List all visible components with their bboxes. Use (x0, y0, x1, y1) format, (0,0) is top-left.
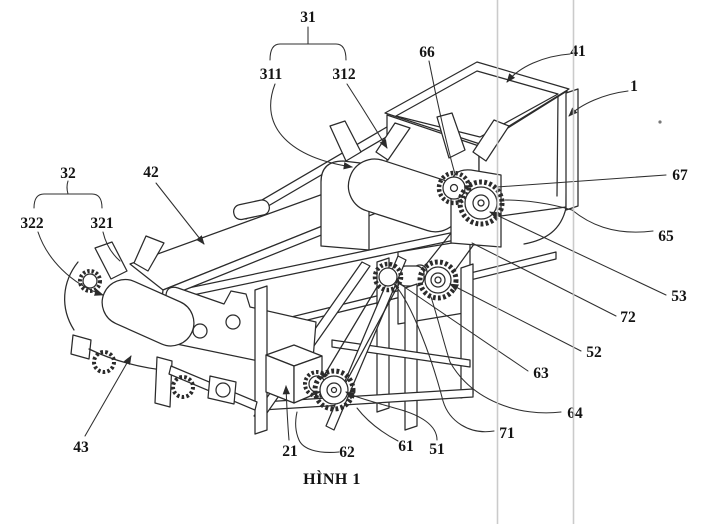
ref-label-63: 63 (533, 365, 549, 382)
sprocket-67 (457, 179, 505, 227)
ref-label-66: 66 (419, 44, 435, 61)
machine-drawing (64, 61, 662, 435)
leader-1 (568, 90, 629, 117)
scan-artifact-lines (496, 0, 575, 524)
leader-321 (102, 231, 121, 262)
bracket-32 (33, 180, 103, 209)
leader-65 (504, 199, 654, 233)
ref-label-62: 62 (339, 444, 355, 461)
side-rail-pipe (233, 199, 270, 221)
ref-label-1: 1 (630, 78, 638, 95)
leader-67 (496, 174, 667, 188)
ref-label-21: 21 (282, 443, 298, 460)
ref-label-312: 312 (332, 66, 356, 83)
ref-label-72: 72 (620, 309, 636, 326)
ref-label-64: 64 (567, 405, 583, 422)
sprocket-61 (312, 368, 356, 412)
ref-label-67: 67 (672, 167, 688, 184)
ref-label-65: 65 (658, 228, 674, 245)
lower-roller-unit (64, 235, 195, 347)
leader-21 (282, 385, 290, 441)
leader-62 (295, 411, 340, 453)
leader-52 (449, 283, 582, 352)
ref-label-43: 43 (73, 439, 89, 456)
figure-caption: HÌNH 1 (303, 469, 361, 488)
funnel-plate-321 (94, 241, 128, 280)
leader-311 (270, 83, 353, 170)
leader-322 (37, 231, 104, 296)
leader-43 (84, 355, 132, 437)
sprocket-52 (417, 259, 459, 301)
leader-41 (506, 53, 571, 83)
ref-label-71: 71 (499, 425, 515, 442)
ref-label-52: 52 (586, 344, 602, 361)
front-leg (254, 285, 268, 435)
drive-chain-lower (321, 283, 400, 385)
leader-61 (356, 407, 399, 442)
print-speck (658, 120, 662, 124)
ref-label-41: 41 (570, 43, 586, 60)
base-frame (70, 334, 258, 411)
ref-label-321: 321 (90, 215, 113, 232)
ref-label-32: 32 (60, 165, 76, 182)
ref-label-31: 31 (300, 9, 316, 26)
leader-53 (489, 211, 667, 296)
annotations: 31 311 312 66 41 1 67 65 53 72 52 63 64 … (20, 9, 688, 461)
upper-roller-unit (320, 120, 463, 251)
ref-label-311: 311 (260, 66, 282, 83)
ref-label-322: 322 (20, 215, 44, 232)
leader-71 (393, 283, 495, 433)
funnel-plate-321 (133, 235, 165, 272)
sprocket-63 (372, 261, 404, 293)
caster-wheel (171, 375, 195, 399)
leader-63 (399, 283, 529, 372)
bracket-31 (269, 26, 347, 61)
caster-wheel (92, 350, 116, 374)
ref-label-53: 53 (671, 288, 687, 305)
ref-label-51: 51 (429, 441, 445, 458)
sprocket-66 (436, 170, 472, 206)
leader-72 (471, 242, 617, 317)
leader-66 (428, 60, 456, 175)
leader-312 (346, 83, 388, 149)
leader-64 (430, 296, 562, 414)
frame-post (565, 88, 579, 211)
leader-42 (155, 182, 205, 245)
leader-51 (345, 391, 438, 441)
ref-label-42: 42 (143, 164, 159, 181)
sprocket-left (78, 269, 102, 293)
ref-label-61: 61 (398, 438, 414, 455)
funnel-plate-311 (329, 120, 362, 162)
roller-322 (101, 278, 195, 347)
